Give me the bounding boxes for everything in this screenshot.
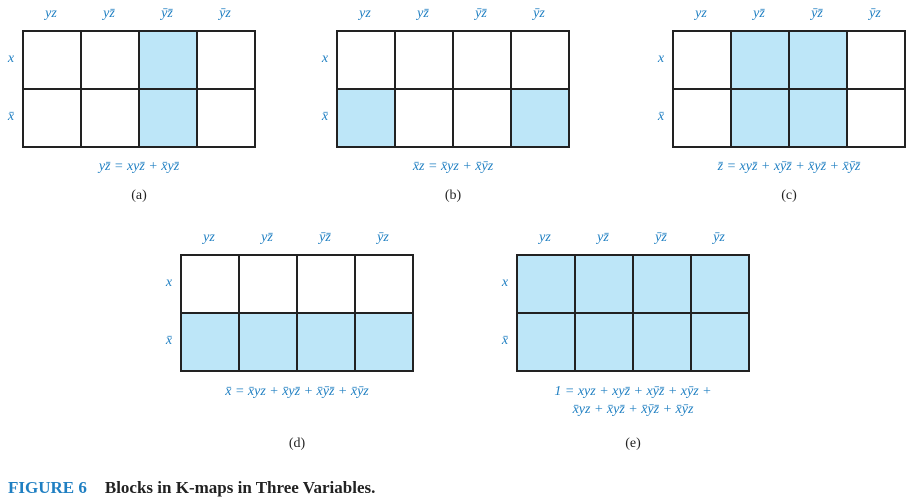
kmap-cell-empty: [395, 89, 453, 147]
kmap-cell-empty: [297, 255, 355, 313]
kmap-cell-filled: [691, 255, 749, 313]
kmap-cell-filled: [575, 255, 633, 313]
row-header: x: [7, 51, 15, 66]
kmap-cell-empty: [197, 31, 255, 89]
formula: yz̄ = xyz̄ + x̄yz̄: [22, 158, 256, 176]
kmap-grid: [180, 254, 414, 372]
row-header: x: [501, 275, 509, 290]
col-header: ȳz: [869, 6, 881, 21]
col-header: yz: [203, 230, 215, 245]
kmap-e: yz yz̄ ȳz̄ ȳz x x̄ 1 = xyz + xyz̄ + xȳz̄…: [502, 230, 762, 470]
formula-line: yz̄ = xyz̄ + x̄yz̄: [98, 159, 180, 174]
formula-line: x̄yz + x̄yz̄ + x̄ȳz̄ + x̄ȳz: [572, 402, 694, 417]
kmap-cell-empty: [337, 31, 395, 89]
kmap-cell-filled: [355, 313, 413, 371]
kmap-b: yz yz̄ ȳz̄ ȳz x x̄ x̄z = x̄yz + x̄ȳz (b): [322, 6, 582, 206]
kmap-a: yz yz̄ ȳz̄ ȳz x x̄ yz̄ = xyz̄ + x̄yz̄ (a…: [8, 6, 268, 206]
col-header: yz: [359, 6, 371, 21]
kmap-cell-empty: [23, 31, 81, 89]
caption: (b): [444, 188, 462, 203]
col-header: yz: [539, 230, 551, 245]
kmap-grid: [516, 254, 750, 372]
row-header: x: [657, 51, 665, 66]
kmap-cell-empty: [197, 89, 255, 147]
formula-line: 1 = xyz + xyz̄ + xȳz̄ + xȳz +: [554, 384, 712, 399]
kmap-cell-empty: [81, 89, 139, 147]
kmap-cell-empty: [847, 31, 905, 89]
col-header: yz̄: [597, 230, 609, 245]
col-header: yz̄: [103, 6, 115, 21]
kmap-cell-empty: [181, 255, 239, 313]
kmap-grid: [22, 30, 256, 148]
kmap-cell-filled: [789, 89, 847, 147]
kmap-cell-empty: [453, 31, 511, 89]
col-header: yz̄: [261, 230, 273, 245]
kmap-d: yz yz̄ ȳz̄ ȳz x x̄ x̄ = x̄yz + x̄yz̄ + x…: [166, 230, 426, 470]
formula-line: z̄ = xyz̄ + xȳz̄ + x̄yz̄ + x̄ȳz̄: [717, 159, 861, 174]
kmap-cell-filled: [337, 89, 395, 147]
col-header: ȳz: [377, 230, 389, 245]
formula: x̄z = x̄yz + x̄ȳz: [336, 158, 570, 176]
col-header: yz̄: [417, 6, 429, 21]
row-header: x̄: [7, 109, 15, 124]
kmap-cell-filled: [789, 31, 847, 89]
figure-number: FIGURE 6: [8, 478, 87, 497]
col-header: ȳz̄: [319, 230, 331, 245]
kmap-cell-empty: [511, 31, 569, 89]
row-header: x: [165, 275, 173, 290]
col-header: ȳz̄: [655, 230, 667, 245]
formula: z̄ = xyz̄ + xȳz̄ + x̄yz̄ + x̄ȳz̄: [672, 158, 906, 176]
figure-caption: FIGURE 6 Blocks in K-maps in Three Variab…: [8, 478, 375, 498]
kmap-cell-filled: [517, 313, 575, 371]
kmap-cell-filled: [139, 31, 197, 89]
row-header: x̄: [321, 109, 329, 124]
col-header: ȳz̄: [475, 6, 487, 21]
formula-line: x̄z = x̄yz + x̄ȳz: [412, 159, 494, 174]
kmap-cell-empty: [673, 31, 731, 89]
kmap-cell-empty: [453, 89, 511, 147]
kmap-cell-filled: [517, 255, 575, 313]
kmap-cell-empty: [239, 255, 297, 313]
kmap-cell-filled: [297, 313, 355, 371]
kmap-grid: [336, 30, 570, 148]
col-header: yz̄: [753, 6, 765, 21]
kmap-cell-filled: [239, 313, 297, 371]
kmap-cell-filled: [575, 313, 633, 371]
kmap-cell-filled: [731, 89, 789, 147]
kmap-cell-filled: [633, 255, 691, 313]
kmap-cell-filled: [511, 89, 569, 147]
row-header: x̄: [501, 333, 509, 348]
col-header: yz: [695, 6, 707, 21]
col-header: ȳz: [533, 6, 545, 21]
kmap-cell-filled: [691, 313, 749, 371]
kmap-cell-filled: [181, 313, 239, 371]
caption: (c): [781, 188, 797, 203]
kmap-cell-empty: [847, 89, 905, 147]
kmap-cell-empty: [395, 31, 453, 89]
kmap-cell-filled: [139, 89, 197, 147]
col-header: ȳz: [219, 6, 231, 21]
col-header: ȳz̄: [161, 6, 173, 21]
formula: x̄ = x̄yz + x̄yz̄ + x̄ȳz̄ + x̄ȳz: [180, 383, 414, 401]
kmap-cell-empty: [23, 89, 81, 147]
col-header: yz: [45, 6, 57, 21]
col-header: ȳz̄: [811, 6, 823, 21]
formula: 1 = xyz + xyz̄ + xȳz̄ + xȳz + x̄yz + x̄y…: [516, 383, 750, 419]
caption: (a): [131, 188, 147, 203]
kmap-cell-filled: [633, 313, 691, 371]
caption: (d): [288, 436, 306, 451]
row-header: x: [321, 51, 329, 66]
formula-line: x̄ = x̄yz + x̄yz̄ + x̄ȳz̄ + x̄ȳz: [225, 384, 369, 399]
row-header: x̄: [657, 109, 665, 124]
col-header: ȳz: [713, 230, 725, 245]
kmap-cell-filled: [731, 31, 789, 89]
kmap-cell-empty: [81, 31, 139, 89]
kmap-grid: [672, 30, 906, 148]
caption: (e): [625, 436, 641, 451]
kmap-cell-empty: [673, 89, 731, 147]
row-header: x̄: [165, 333, 173, 348]
figure-title-text: Blocks in K-maps in Three Variables.: [104, 478, 376, 497]
kmap-c: yz yz̄ ȳz̄ ȳz x x̄ z̄ = xyz̄ + xȳz̄ + x̄…: [658, 6, 907, 206]
kmap-cell-empty: [355, 255, 413, 313]
